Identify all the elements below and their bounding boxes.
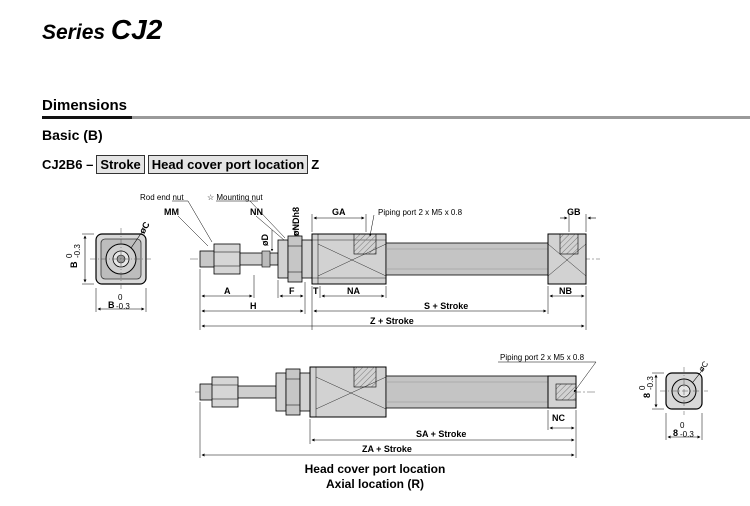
dims-bottom <box>199 402 577 458</box>
label-h: H <box>250 301 257 311</box>
model-field-stroke: Stroke <box>96 155 145 174</box>
side-view-top <box>190 233 600 285</box>
label-b-vert-tol: -0.3 <box>73 244 82 258</box>
label-t: T <box>313 286 319 296</box>
label-mm: MM <box>164 207 179 217</box>
section-rule-light <box>132 116 750 119</box>
label-nn: NN <box>250 207 263 217</box>
label-gb: GB <box>567 207 581 217</box>
label-b-horiz-top: 0 <box>118 293 123 302</box>
label-b-bottom-vert: 8 <box>642 393 652 398</box>
label-piping-top: Piping port 2 x M5 x 0.8 <box>378 208 463 217</box>
label-b-horiz-tol: -0.3 <box>116 302 130 311</box>
label-mounting-nut: ☆ Mounting nut <box>207 193 263 202</box>
label-f: F <box>289 286 295 296</box>
label-ga: GA <box>332 207 346 217</box>
model-code: CJ2B6 – Stroke Head cover port location … <box>42 155 319 174</box>
section-title: Dimensions <box>42 97 128 114</box>
label-na: NA <box>347 286 360 296</box>
model-suffix: Z <box>311 157 320 172</box>
model-prefix: CJ2B6 – <box>42 157 94 172</box>
side-view-bottom <box>195 366 595 418</box>
label-nc: NC <box>552 413 565 423</box>
dims-top-lower <box>199 269 587 330</box>
label-b-bottom-vert-tol: -0.3 <box>646 376 655 390</box>
label-za-stroke: ZA + Stroke <box>362 444 412 454</box>
label-piping-bottom: Piping port 2 x M5 x 0.8 <box>500 353 585 362</box>
section-subtitle: Basic (B) <box>42 127 103 143</box>
label-c-top: øC <box>137 220 152 236</box>
label-z-stroke: Z + Stroke <box>370 316 414 326</box>
label-nb: NB <box>559 286 572 296</box>
label-s-stroke: S + Stroke <box>424 301 468 311</box>
section-rule <box>42 116 132 119</box>
label-rod-end-nut: Rod end nut <box>140 193 184 202</box>
label-a: A <box>224 286 231 296</box>
model-field-port-location: Head cover port location <box>147 155 309 174</box>
caption-line2: Axial location (R) <box>325 477 424 491</box>
label-d: øD <box>260 234 270 246</box>
series-title: Series CJ2 <box>42 14 162 46</box>
label-b-horiz: B <box>108 300 115 310</box>
label-ndh8: øNDh8 <box>291 207 301 236</box>
label-b-bottom-vert-top: 0 <box>638 385 647 390</box>
end-view-bottom <box>652 367 708 440</box>
series-prefix: Series <box>42 21 106 44</box>
label-b-bottom-horiz: 8 <box>673 428 678 438</box>
label-b-bottom-horiz-tol: -0.3 <box>680 430 694 439</box>
label-sa-stroke: SA + Stroke <box>416 429 466 439</box>
label-b-vert: B <box>69 261 79 268</box>
label-c-bottom: øC <box>697 359 711 373</box>
caption-line1: Head cover port location <box>304 462 446 476</box>
end-view-top <box>82 228 152 312</box>
series-name: CJ2 <box>110 14 163 45</box>
label-b-bottom-horiz-top: 0 <box>680 421 685 430</box>
label-b-vert-top: 0 <box>65 253 74 258</box>
